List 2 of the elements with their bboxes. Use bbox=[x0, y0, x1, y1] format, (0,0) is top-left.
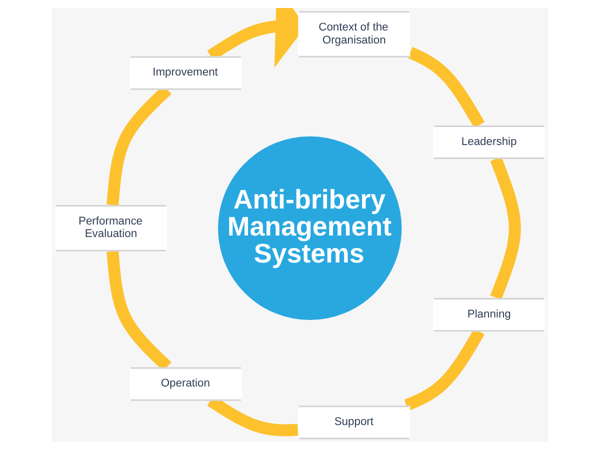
connector bbox=[490, 156, 521, 300]
node-circle: Anti-bribery Management Systems bbox=[218, 136, 402, 320]
